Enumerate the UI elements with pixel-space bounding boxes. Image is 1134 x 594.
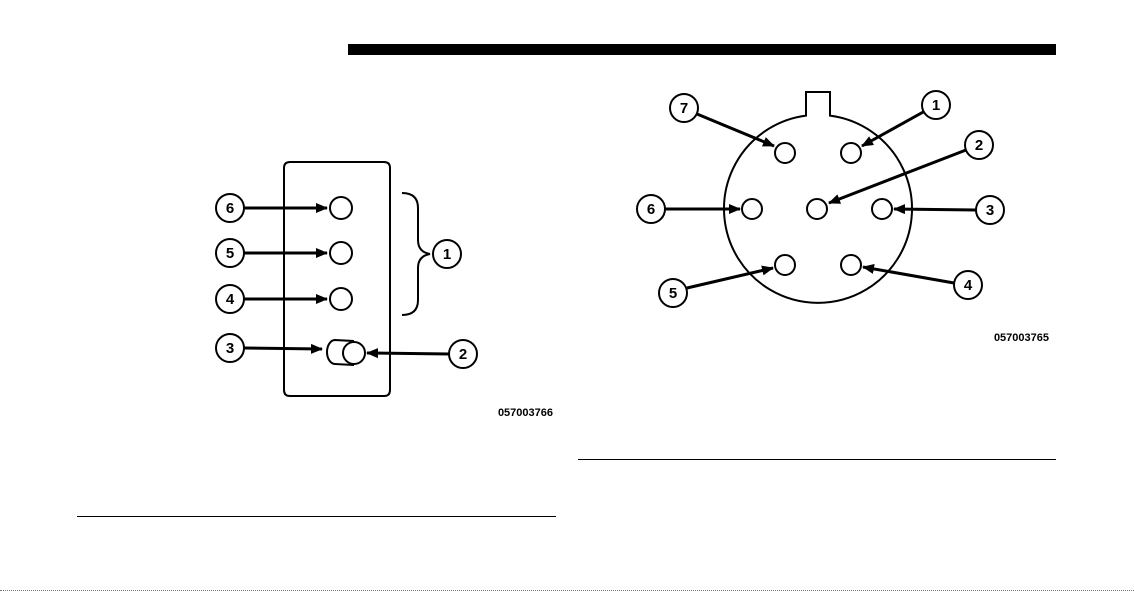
pin-3 [872, 199, 892, 219]
figure-code-right: 057003765 [994, 332, 1049, 344]
callout-r2-label: 2 [975, 137, 983, 154]
pin-2 [807, 199, 827, 219]
pin-1 [841, 143, 861, 163]
callout-r4-label: 4 [964, 277, 973, 294]
callout-r6-label: 6 [647, 201, 655, 218]
arrow-r7 [697, 114, 774, 146]
group-bracket [402, 193, 430, 315]
left-connector-figure: 6 5 4 3 1 2 057003766 [216, 162, 553, 419]
terminal-2-pin [343, 342, 365, 364]
callout-6-label: 6 [226, 200, 234, 217]
arrow-3 [244, 348, 322, 349]
callout-3-label: 3 [226, 340, 234, 357]
arrow-r4 [863, 267, 954, 283]
callout-r1-label: 1 [932, 97, 940, 114]
pin-5 [775, 255, 795, 275]
terminal-5 [330, 242, 352, 264]
callout-r5-label: 5 [669, 285, 677, 302]
figure-code-left: 057003766 [498, 407, 553, 419]
terminal-4 [330, 288, 352, 310]
arrow-r3 [894, 209, 976, 210]
pin-4 [841, 255, 861, 275]
pin-6 [742, 199, 762, 219]
arrow-2 [367, 353, 449, 354]
callout-4-label: 4 [226, 291, 235, 308]
callout-1-label: 1 [443, 246, 451, 263]
arrow-r1 [862, 111, 925, 146]
callout-5-label: 5 [226, 245, 234, 262]
right-connector-figure: 7 1 2 6 3 5 4 057003765 [637, 91, 1049, 344]
callout-2-label: 2 [459, 346, 467, 363]
arrow-r5 [687, 268, 773, 288]
pin-7 [775, 143, 795, 163]
terminal-6 [330, 197, 352, 219]
callout-r3-label: 3 [986, 202, 994, 219]
callout-r7-label: 7 [680, 100, 688, 117]
